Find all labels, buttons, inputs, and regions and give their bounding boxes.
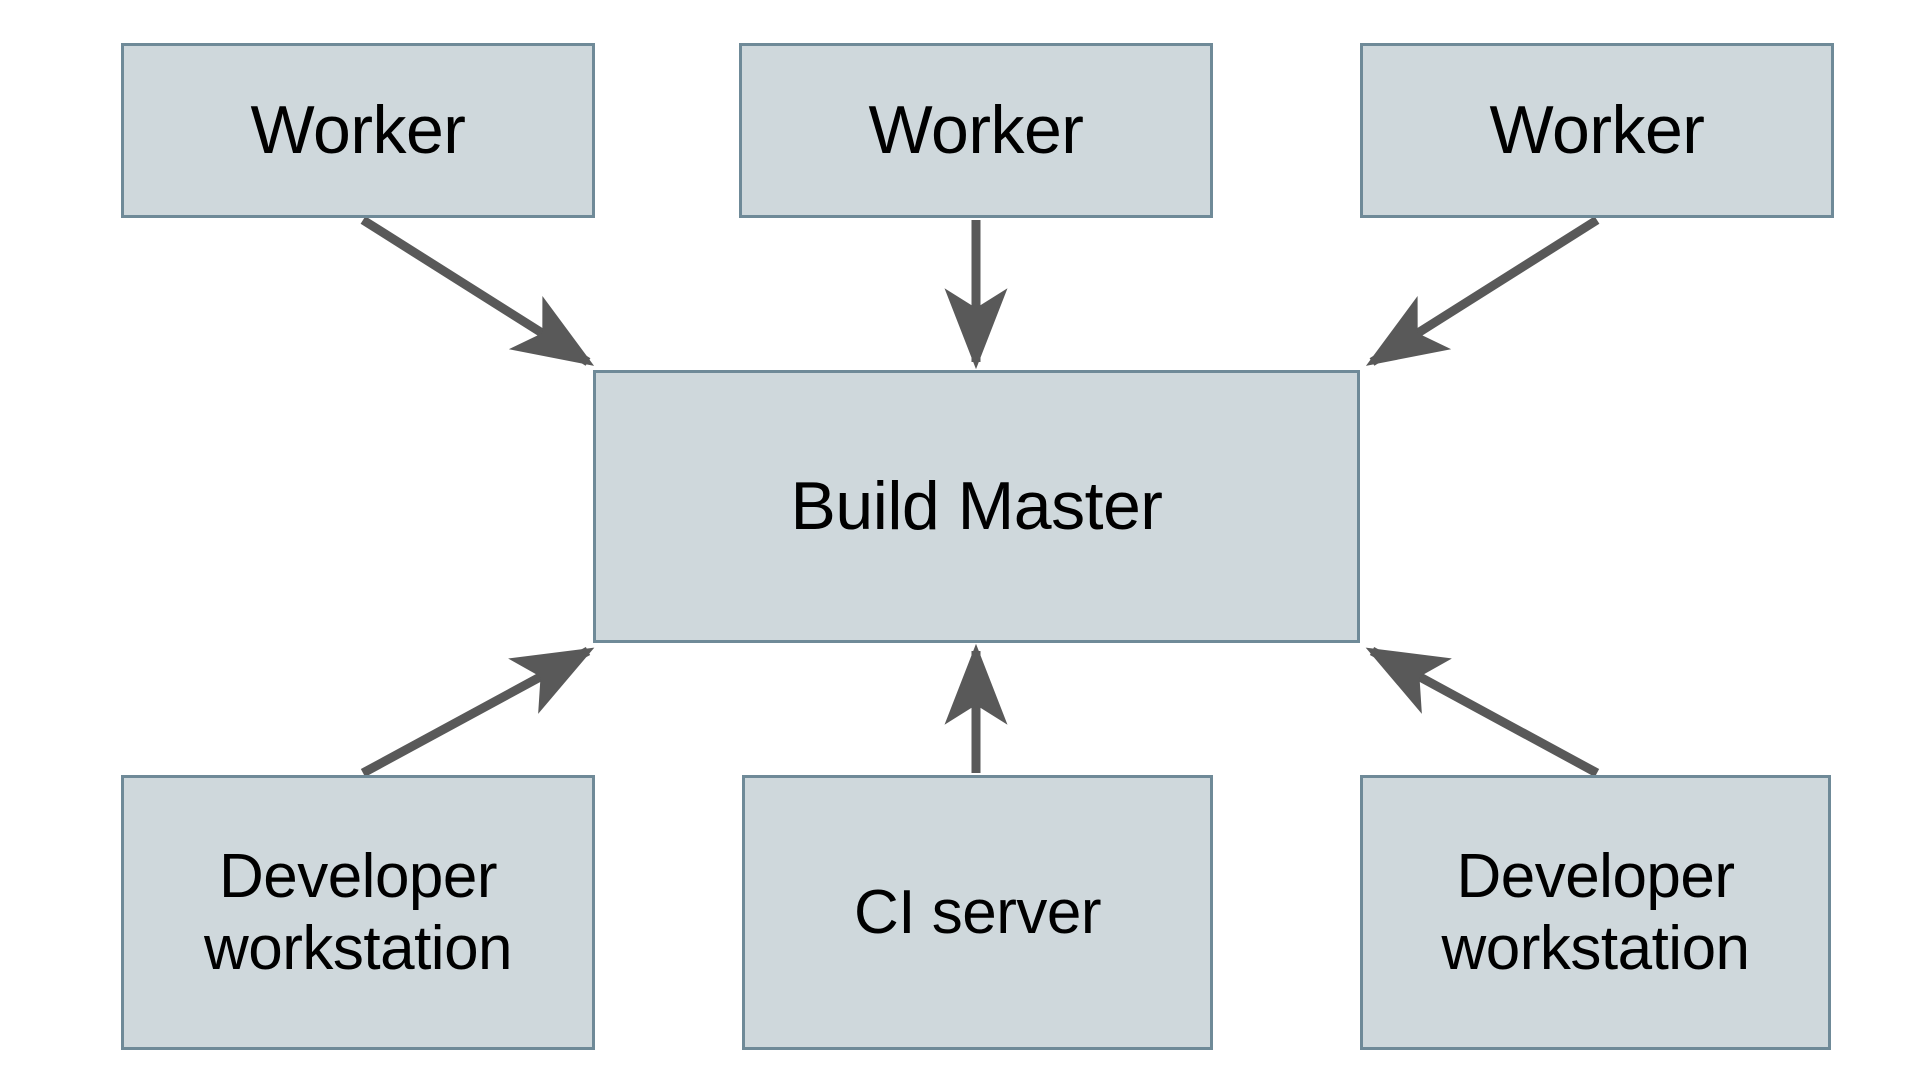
node-build-master-label: Build Master (790, 468, 1163, 545)
edge-worker-3-to-build-master (1365, 216, 1600, 366)
node-developer-workstation-right-label: Developer workstation (1441, 842, 1750, 983)
node-worker-1-label: Worker (250, 92, 466, 169)
node-build-master[interactable]: Build Master (593, 370, 1360, 643)
edge-worker-1-to-build-master (360, 216, 595, 366)
node-developer-workstation-left[interactable]: Developer workstation (121, 775, 595, 1050)
node-worker-3[interactable]: Worker (1360, 43, 1834, 218)
node-developer-workstation-right[interactable]: Developer workstation (1360, 775, 1831, 1050)
edge-dev-left-to-build-master (360, 647, 595, 777)
node-developer-workstation-left-label: Developer workstation (203, 842, 513, 983)
node-worker-1[interactable]: Worker (121, 43, 595, 218)
node-ci-server-label: CI server (854, 877, 1101, 947)
node-ci-server[interactable]: CI server (742, 775, 1213, 1050)
node-worker-2[interactable]: Worker (739, 43, 1213, 218)
node-worker-2-label: Worker (868, 92, 1084, 169)
edge-dev-right-to-build-master (1365, 647, 1600, 777)
node-worker-3-label: Worker (1489, 92, 1705, 169)
